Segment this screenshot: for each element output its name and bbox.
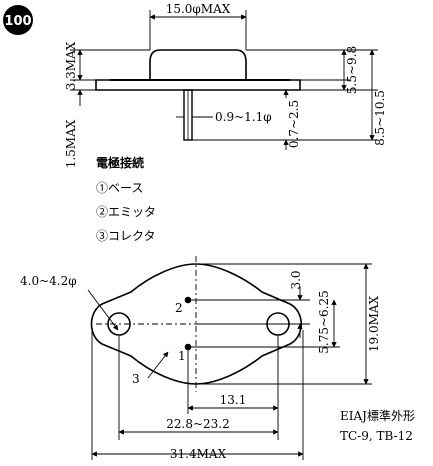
lead-diameter-label: 0.9~1.1φ — [215, 110, 272, 124]
standard-line-2: TC-9, TB-12 — [340, 429, 413, 443]
pitch-small-label: 13.1 — [220, 393, 247, 407]
width-label: 15.0φMAX — [166, 2, 231, 16]
standard-line-1: EIAJ標準外形 — [340, 408, 415, 423]
electrode-item-emitter: ②エミッタ — [96, 205, 156, 219]
pitch-large-label: 22.8~23.2 — [166, 417, 230, 431]
electrode-item-base: ①ベース — [96, 181, 143, 195]
electrode-item-collector: ③コレクタ — [96, 229, 156, 243]
top-view-dimensions — [87, 256, 372, 460]
outer-height-label: 19.0MAX — [367, 295, 381, 352]
total-width-label: 31.4MAX — [170, 447, 227, 461]
pin-spacing-label: 3.0 — [289, 270, 303, 289]
flange-outline — [95, 79, 301, 91]
electrode-heading: 電極接続 — [96, 155, 144, 170]
side-view-dimensions — [70, 10, 378, 150]
total-height-label: 8.5~10.5 — [373, 90, 387, 146]
side-view — [95, 49, 301, 141]
figure-number-badge: 100 — [3, 5, 33, 35]
case-label: 3 — [132, 372, 140, 386]
cap-height-label: 3.3MAX — [64, 41, 78, 90]
inner-height-label: 5.75~6.25 — [317, 290, 331, 354]
lead-gap-label: 0.7~2.5 — [287, 100, 301, 148]
hole-diameter-label: 4.0~4.2φ — [20, 274, 77, 288]
pin-2-label: 2 — [175, 301, 183, 315]
cap-outline — [149, 49, 247, 80]
badge-number: 100 — [4, 14, 31, 29]
pin-1-label: 1 — [178, 349, 186, 363]
height-right-label: 5.5~9.8 — [345, 46, 359, 94]
lead-length-label: 1.5MAX — [64, 119, 78, 168]
